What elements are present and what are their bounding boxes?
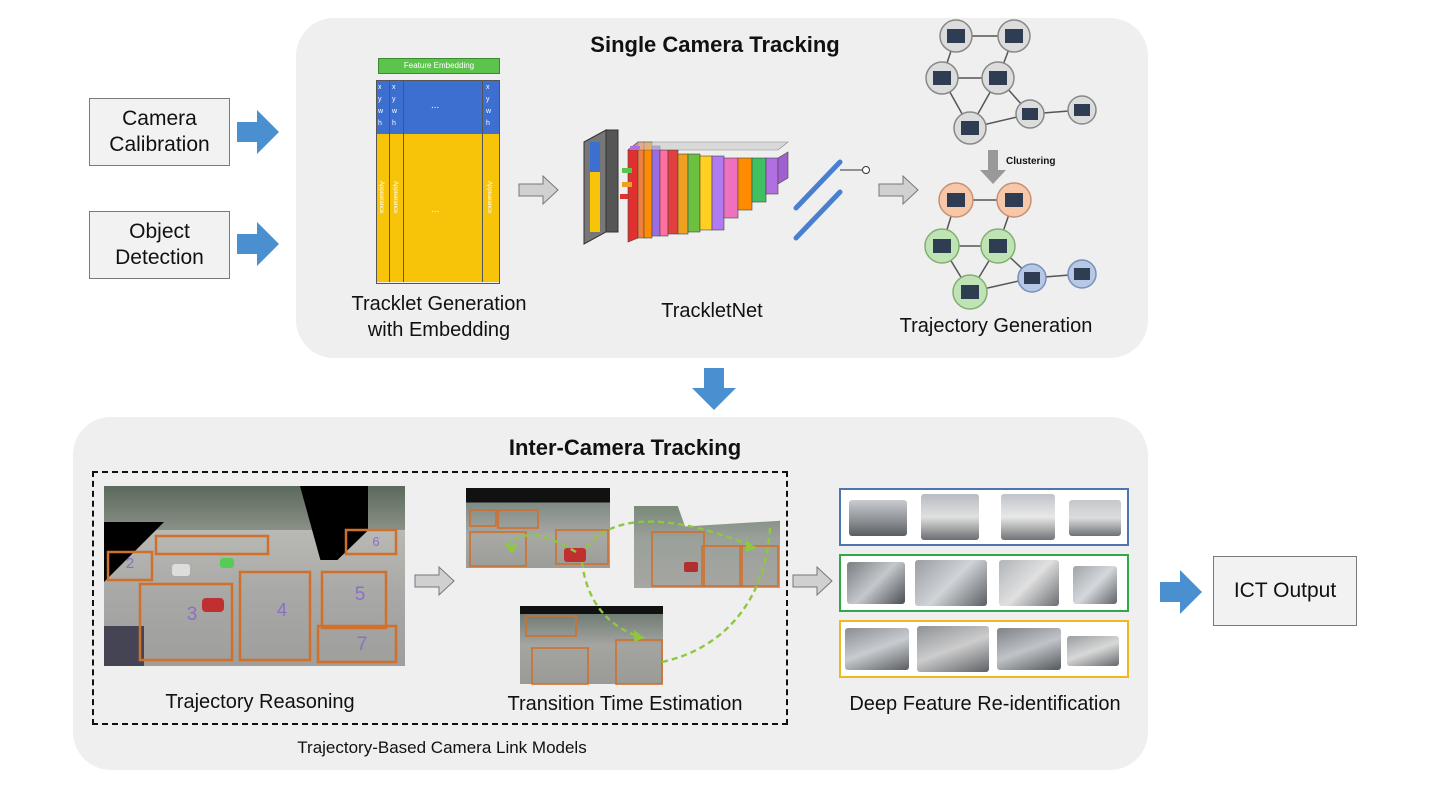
- matrix-ellipsis-top: ...: [431, 100, 440, 111]
- matrix-divider: [403, 80, 404, 282]
- matrix-appearance-label: Appearance: [486, 181, 492, 214]
- row-label-y: y: [486, 96, 490, 103]
- row-label-h: h: [486, 120, 490, 127]
- matrix-row-labels-col1: x y w h: [378, 82, 388, 130]
- single-camera-title: Single Camera Tracking: [590, 32, 840, 57]
- trajectory-reasoning-image: [104, 486, 405, 666]
- tracklet-matrix: Feature Embedding x y w h x y w h x y w …: [376, 58, 500, 284]
- matrix-row-labels-col2: x y w h: [392, 82, 402, 130]
- camera-link-dashed-box: [92, 471, 788, 725]
- row-label-w: w: [378, 108, 384, 115]
- blue-arrow-calibration: [237, 110, 279, 154]
- blue-arrow-output: [1160, 570, 1202, 614]
- reid-row-yellow: [839, 620, 1129, 678]
- car-thumbnail: [999, 560, 1059, 606]
- clustering-label: Clustering: [1006, 156, 1056, 167]
- row-label-w: w: [486, 108, 492, 115]
- car-thumbnail: [1001, 494, 1055, 540]
- gray-arrow-2: [878, 174, 919, 206]
- matrix-row-labels-col3: x y w h: [486, 82, 496, 130]
- zone-5: [320, 570, 388, 630]
- trajectory-graph: [924, 19, 1097, 310]
- row-label-x: x: [486, 84, 490, 91]
- matrix-appearance-label: Appearance: [378, 181, 384, 214]
- car-thumbnail: [1069, 500, 1121, 536]
- car-thumbnail: [921, 494, 979, 540]
- ict-output-box: ICT Output: [1213, 556, 1357, 626]
- car-thumbnail: [1067, 636, 1119, 666]
- trajectory-zones: 2 3 4 5 6 7: [106, 528, 398, 664]
- trackletnet-caption: TrackletNet: [661, 300, 763, 322]
- zone-2: [106, 550, 154, 582]
- matrix-divider: [482, 80, 483, 282]
- feature-embedding-bar: Feature Embedding: [378, 58, 500, 74]
- matrix-yellow-block: [376, 134, 500, 282]
- zone-3: [138, 582, 234, 662]
- gray-arrow-1: [518, 174, 559, 206]
- camera-calibration-box: Camera Calibration: [89, 98, 230, 166]
- zone-label-2: 2: [126, 555, 134, 572]
- trajectory-generation-caption: Trajectory Generation: [899, 315, 1093, 337]
- zone-label-6: 6: [372, 534, 379, 549]
- car-thumbnail: [997, 628, 1061, 670]
- zone-label-7: 7: [357, 634, 368, 655]
- blue-arrow-detection: [237, 222, 279, 266]
- car-thumbnail: [847, 562, 905, 604]
- row-label-w: w: [392, 108, 398, 115]
- car-thumbnail: [1073, 566, 1117, 604]
- camera-link-caption: Trajectory-Based Camera Link Models: [297, 738, 587, 757]
- reid-row-green: [839, 554, 1129, 612]
- matrix-ellipsis-bottom: ...: [431, 204, 440, 215]
- zone-4: [238, 570, 312, 662]
- matrix-border: [376, 80, 500, 284]
- gray-arrow-4: [792, 565, 833, 597]
- matrix-divider: [389, 80, 390, 282]
- deep-feature-caption: Deep Feature Re-identification: [849, 693, 1121, 715]
- matrix-blue-block: [376, 80, 500, 134]
- gray-arrow-3: [414, 565, 455, 597]
- zone-1: [154, 534, 270, 556]
- inter-camera-title: Inter-Camera Tracking: [508, 435, 742, 460]
- feature-embedding-label: Feature Embedding: [403, 61, 475, 70]
- car-thumbnail: [849, 500, 907, 536]
- car-thumbnail: [915, 560, 987, 606]
- trackletnet-diagram: [583, 129, 870, 245]
- trajectory-reasoning-caption: Trajectory Reasoning: [165, 691, 355, 713]
- object-detection-box: Object Detection: [89, 211, 230, 279]
- matrix-appearance-label: Appearance: [392, 181, 398, 214]
- car-thumbnail: [917, 626, 989, 672]
- transition-zones: [469, 509, 779, 685]
- reid-row-blue: [839, 488, 1129, 546]
- row-label-h: h: [392, 120, 396, 127]
- zone-label-4: 4: [277, 600, 287, 620]
- tracklet-generation-caption: Tracklet Generation with Embedding: [351, 293, 527, 341]
- zone-label-5: 5: [355, 584, 366, 605]
- zone-label-3: 3: [187, 604, 198, 625]
- row-label-x: x: [378, 84, 382, 91]
- row-label-h: h: [378, 120, 382, 127]
- transition-time-caption: Transition Time Estimation: [507, 693, 743, 715]
- zone-7: [316, 624, 398, 664]
- row-label-y: y: [392, 96, 396, 103]
- car-thumbnail: [845, 628, 909, 670]
- zone-6: [344, 528, 398, 556]
- camera-view-3: [520, 606, 663, 684]
- row-label-y: y: [378, 96, 382, 103]
- blue-arrow-down: [692, 368, 736, 410]
- row-label-x: x: [392, 84, 396, 91]
